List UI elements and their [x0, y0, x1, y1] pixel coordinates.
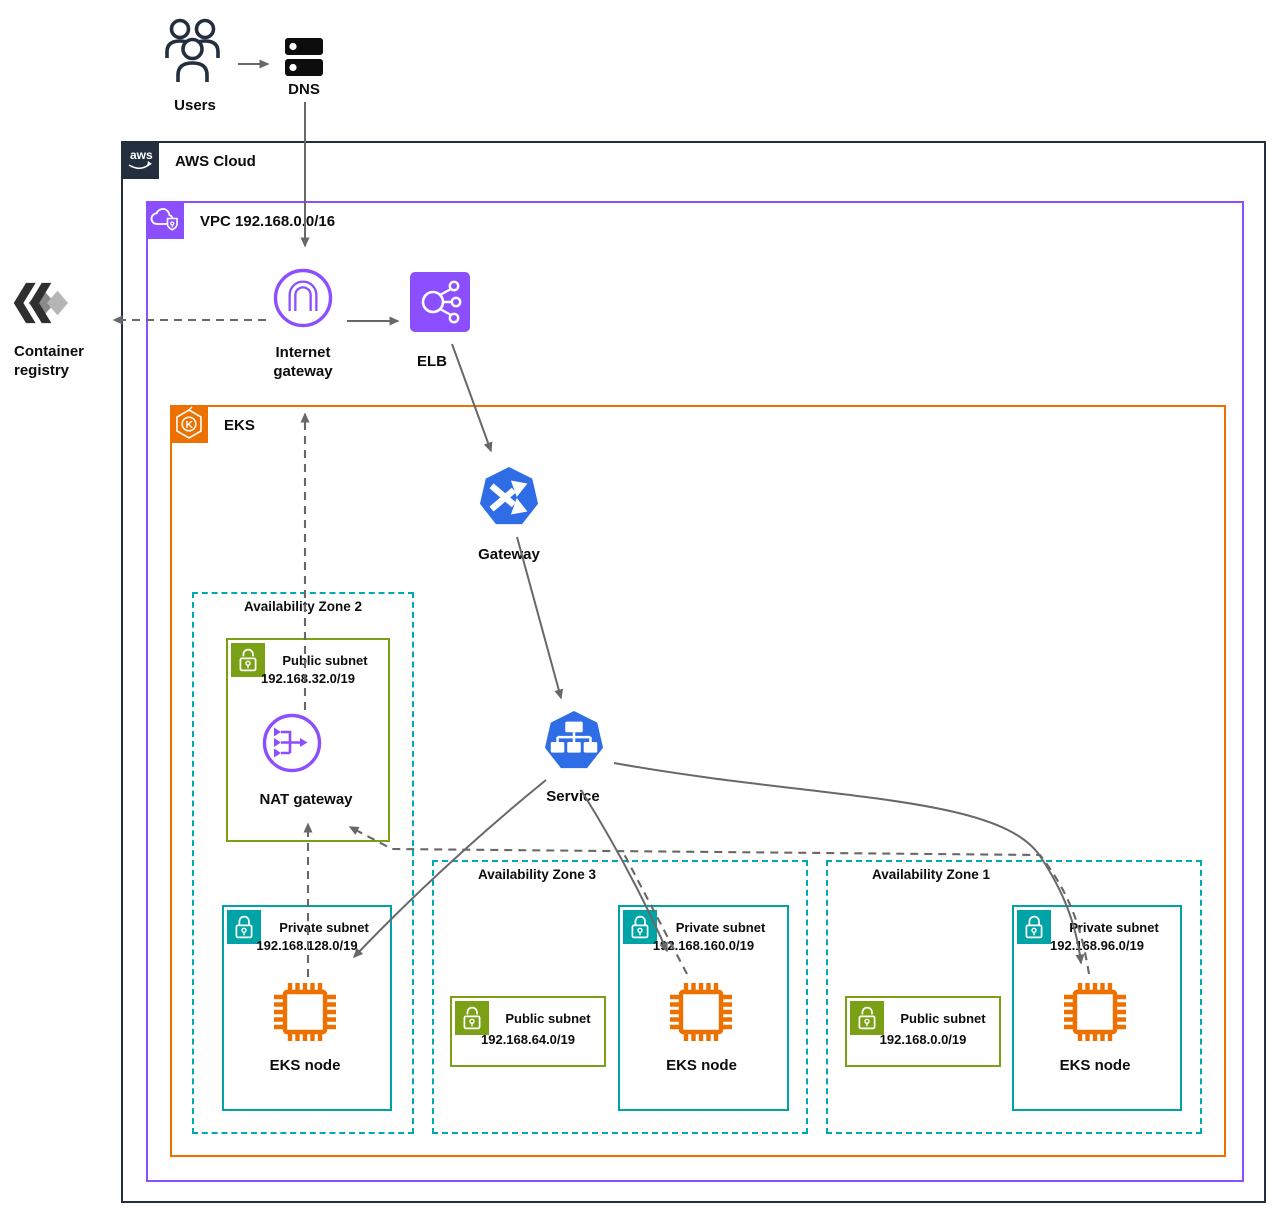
vpc-box: VPC 192.168.0.0/16: [146, 201, 1244, 1182]
users-icon: [160, 16, 226, 88]
vpc-icon: [146, 201, 184, 239]
aws-cloud-box: aws AWS Cloud: [121, 141, 1266, 1203]
k8s-service-icon: [543, 710, 605, 772]
eks-node-icon: [663, 980, 739, 1044]
internet-gateway-icon: [273, 268, 333, 328]
container-registry-icon: [12, 278, 68, 328]
aws-cloud-icon: aws: [121, 141, 159, 179]
internet-gateway-label-line2: gateway: [273, 363, 333, 381]
az1-private-subnet-name: Private subnet: [1069, 920, 1159, 935]
aws-cloud-label: AWS Cloud: [175, 153, 256, 170]
az3-private-subnet-cidr: 192.168.160.0/19: [652, 938, 755, 953]
eks-node-label: EKS node: [666, 1057, 737, 1074]
gateway-label: Gateway: [478, 546, 540, 563]
dns-label: DNS: [288, 81, 320, 98]
svg-text:aws: aws: [130, 148, 153, 162]
private-subnet-lock-icon: [227, 910, 261, 944]
availability-zone-3-label: Availability Zone 3: [478, 867, 597, 882]
az1-public-subnet-box: Public subnet 192.168.0.0/19: [845, 996, 1001, 1067]
eks-box: K EKS: [170, 405, 1226, 1157]
az3-public-subnet-cidr: 192.168.64.0/19: [481, 1032, 575, 1047]
az3-public-subnet-name: Public subnet: [505, 1011, 591, 1026]
eks-label: EKS: [224, 417, 255, 434]
elb-label: ELB: [417, 353, 447, 370]
availability-zone-1-label: Availability Zone 1: [872, 867, 991, 882]
eks-node-label: EKS node: [269, 1057, 341, 1074]
az3-public-subnet-box: Public subnet 192.168.64.0/19: [450, 996, 606, 1067]
az1-public-subnet-name: Public subnet: [900, 1011, 986, 1026]
k8s-gateway-icon: [478, 466, 540, 528]
internet-gateway-label: Internet gateway: [253, 343, 353, 381]
container-registry-label-line2: registry: [14, 362, 70, 379]
elb-icon: [410, 272, 470, 332]
eks-node-label: EKS node: [1059, 1057, 1131, 1074]
public-subnet-lock-open-icon: [455, 1001, 489, 1035]
az2-private-subnet-cidr: 192.168.128.0/19: [256, 938, 358, 953]
az3-private-subnet-name: Private subnet: [675, 920, 766, 935]
az2-private-subnet-name: Private subnet: [279, 920, 369, 935]
public-subnet-lock-open-icon: [231, 643, 265, 677]
public-subnet-lock-open-icon: [850, 1001, 884, 1035]
az2-public-subnet-cidr: 192.168.32.0/19: [261, 671, 355, 686]
eks-icon: K: [170, 405, 208, 443]
az2-public-subnet-name: Public subnet: [282, 653, 368, 668]
nat-gateway-label: NAT gateway: [259, 791, 353, 808]
users-label: Users: [174, 97, 216, 114]
vpc-label: VPC 192.168.0.0/16: [200, 213, 336, 230]
az1-public-subnet-cidr: 192.168.0.0/19: [879, 1032, 967, 1047]
availability-zone-2-label: Availability Zone 2: [243, 599, 363, 614]
nat-gateway-icon: [262, 713, 322, 773]
dns-icon: [285, 38, 325, 78]
svg-text:K: K: [186, 420, 194, 431]
container-registry-label-line1: Container: [14, 343, 85, 360]
eks-node-icon: [267, 980, 343, 1044]
eks-node-icon: [1057, 980, 1133, 1044]
service-label: Service: [546, 788, 600, 805]
az1-private-subnet-cidr: 192.168.96.0/19: [1050, 938, 1144, 953]
internet-gateway-label-line1: Internet: [275, 344, 331, 361]
